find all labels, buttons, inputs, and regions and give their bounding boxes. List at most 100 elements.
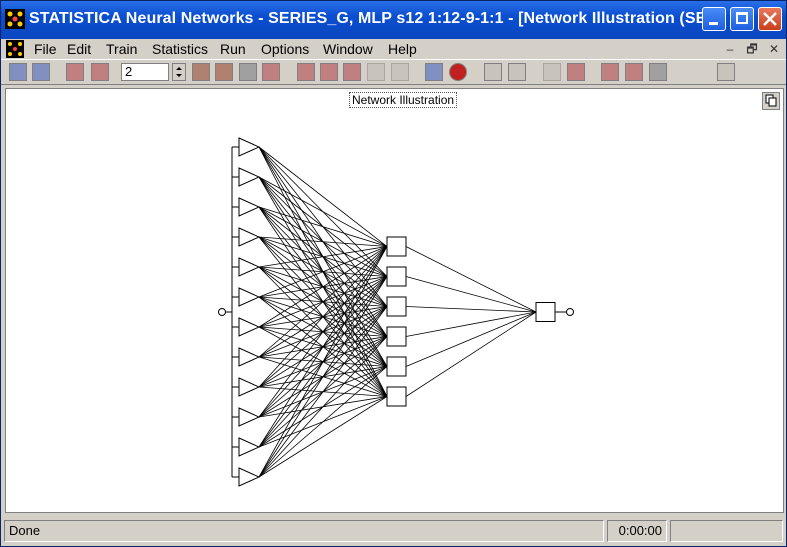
maximize-icon xyxy=(736,12,748,24)
input-neuron xyxy=(238,167,261,187)
edit-network-icon[interactable] xyxy=(91,63,109,81)
app-icon xyxy=(5,9,25,29)
connection-input-hidden xyxy=(258,246,388,358)
network-illustration-canvas: Network Illustration xyxy=(5,88,784,513)
connection-input-hidden xyxy=(258,246,388,418)
title-bar[interactable]: STATISTICA Neural Networks - SERIES_G, M… xyxy=(1,1,786,39)
connection-input-hidden xyxy=(258,246,388,298)
menu-help[interactable]: Help xyxy=(388,41,417,57)
network-output-terminal xyxy=(566,308,574,316)
connection-input-hidden xyxy=(258,306,388,478)
connection-input-hidden xyxy=(258,246,388,328)
close-button[interactable] xyxy=(758,7,782,31)
spin-stepper[interactable] xyxy=(172,63,186,81)
network-diagram xyxy=(218,137,574,487)
weights-icon[interactable] xyxy=(625,63,643,81)
hidden-neuron xyxy=(386,266,407,287)
spin-value-input[interactable]: 2 xyxy=(121,63,169,81)
connection-hidden-output xyxy=(405,311,537,337)
network-illustration-icon[interactable] xyxy=(262,63,280,81)
menu-edit[interactable]: Edit xyxy=(67,41,92,57)
input-neuron xyxy=(238,407,261,427)
connection-input-hidden xyxy=(258,336,388,478)
window-title: STATISTICA Neural Networks - SERIES_G, M… xyxy=(29,10,721,27)
connection-input-hidden xyxy=(258,246,388,388)
hidden-neuron xyxy=(386,356,407,377)
context-help-icon[interactable] xyxy=(717,63,735,81)
connection-input-hidden xyxy=(258,206,388,247)
minimize-button[interactable] xyxy=(702,7,726,31)
train-qn-icon[interactable] xyxy=(343,63,361,81)
connection-hidden-output xyxy=(405,311,537,397)
input-neuron xyxy=(238,257,261,277)
menu-bar: File Edit Train Statistics Run Options W… xyxy=(1,39,786,59)
line-graph-icon[interactable] xyxy=(484,63,502,81)
response-surface-icon[interactable] xyxy=(543,63,561,81)
train-lm-icon[interactable] xyxy=(367,63,385,81)
maximize-button[interactable] xyxy=(730,7,754,31)
hidden-neuron xyxy=(386,386,407,407)
hidden-neuron xyxy=(386,296,407,317)
sensitivity-icon[interactable] xyxy=(601,63,619,81)
input-neuron xyxy=(238,197,261,217)
input-neuron xyxy=(238,437,261,457)
connection-input-hidden xyxy=(258,246,388,268)
document-icon[interactable] xyxy=(6,40,24,58)
status-bar: Done 0:00:00 xyxy=(1,517,786,546)
connection-input-hidden xyxy=(258,276,388,478)
status-time: 0:00:00 xyxy=(607,520,667,542)
menu-window[interactable]: Window xyxy=(323,41,373,57)
connection-hidden-output xyxy=(405,306,537,313)
copy-icon xyxy=(765,94,777,107)
connection-input-hidden xyxy=(258,396,388,478)
input-neuron xyxy=(238,287,261,307)
connection-input-hidden xyxy=(258,176,388,247)
data-grid-icon[interactable] xyxy=(192,63,210,81)
doc-minimize-button[interactable]: – xyxy=(726,42,734,56)
output-neuron xyxy=(535,302,556,322)
toolbar: 2 xyxy=(1,59,786,85)
menu-train[interactable]: Train xyxy=(106,41,138,57)
run-icon[interactable] xyxy=(425,63,443,81)
statistics-table-icon[interactable] xyxy=(649,63,667,81)
input-neuron xyxy=(238,377,261,397)
connection-input-hidden xyxy=(258,246,388,478)
status-message: Done xyxy=(4,520,604,542)
train-qp-icon[interactable] xyxy=(391,63,409,81)
doc-restore-button[interactable]: 🗗 xyxy=(746,42,758,56)
time-series-icon[interactable] xyxy=(567,63,585,81)
bar-chart-icon[interactable] xyxy=(508,63,526,81)
train-cg-icon[interactable] xyxy=(320,63,338,81)
doc-close-button[interactable]: ✕ xyxy=(768,42,780,56)
connection-hidden-output xyxy=(405,276,537,313)
input-neuron xyxy=(238,227,261,247)
connection-input-hidden xyxy=(258,146,388,247)
stop-icon[interactable] xyxy=(449,63,467,81)
copy-button[interactable] xyxy=(762,92,780,110)
spin-arrows-icon xyxy=(176,67,182,77)
connection-input-hidden xyxy=(258,246,388,448)
canvas-title: Network Illustration xyxy=(349,92,458,108)
input-neuron xyxy=(238,137,261,157)
data-sheet-icon[interactable] xyxy=(215,63,233,81)
connection-input-hidden xyxy=(258,236,388,247)
connection-input-hidden xyxy=(258,366,388,478)
close-icon xyxy=(763,12,777,26)
connection-hidden-output xyxy=(405,246,537,313)
menu-options[interactable]: Options xyxy=(261,41,310,57)
train-bp-icon[interactable] xyxy=(297,63,315,81)
menu-run[interactable]: Run xyxy=(220,41,246,57)
create-network-icon[interactable] xyxy=(66,63,84,81)
network-set-icon[interactable] xyxy=(239,63,257,81)
input-neuron xyxy=(238,467,261,487)
menu-statistics[interactable]: Statistics xyxy=(152,41,209,57)
open-network-icon[interactable] xyxy=(9,63,27,81)
save-network-icon[interactable] xyxy=(32,63,50,81)
hidden-neuron xyxy=(386,236,407,257)
network-input-terminal xyxy=(218,308,226,316)
input-neuron xyxy=(238,347,261,367)
hidden-neuron xyxy=(386,326,407,347)
menu-file[interactable]: File xyxy=(34,41,57,57)
status-empty-cell xyxy=(670,520,783,542)
